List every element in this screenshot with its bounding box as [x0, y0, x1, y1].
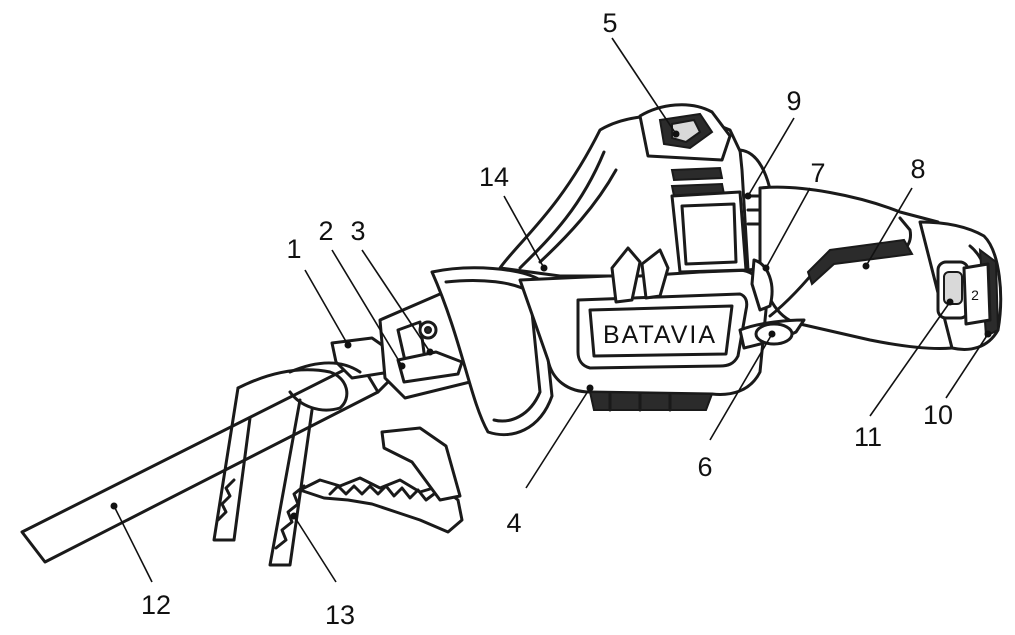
saw-body: 2 — [430, 103, 1003, 437]
brand-logo-text: BATAVIA — [603, 321, 717, 349]
leader-lines — [110, 37, 992, 583]
callout-6: 6 — [697, 452, 712, 482]
callout-14: 14 — [479, 162, 509, 192]
callout-12: 12 — [141, 590, 171, 620]
lower-guard — [298, 426, 464, 534]
callout-4: 4 — [506, 508, 521, 538]
callout-11: 11 — [854, 422, 882, 452]
callout-2: 2 — [318, 216, 333, 246]
svg-text:2: 2 — [971, 287, 981, 303]
front-shoe-clips — [212, 361, 362, 567]
callout-1: 1 — [286, 234, 301, 264]
callout-3: 3 — [350, 216, 365, 246]
callout-9: 9 — [786, 86, 801, 116]
callout-13: 13 — [325, 600, 355, 630]
callout-8: 8 — [910, 154, 925, 184]
callout-10: 10 — [923, 400, 953, 430]
callout-numbers: 1 2 3 4 5 6 7 8 9 10 11 12 13 14 — [141, 8, 953, 630]
callout-7: 7 — [810, 158, 825, 188]
callout-5: 5 — [602, 8, 617, 38]
